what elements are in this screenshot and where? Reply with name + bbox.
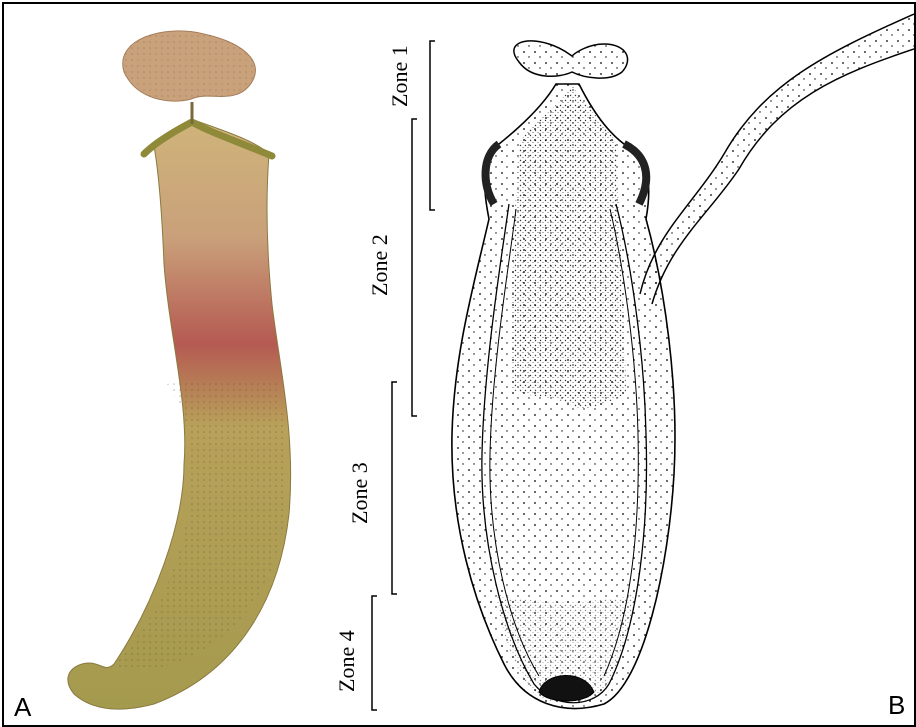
pitcher-drawing: [452, 14, 914, 708]
zone-4-label: Zone 4: [334, 630, 360, 692]
zone-3-bracket: [392, 382, 397, 594]
zone-3-label: Zone 3: [347, 462, 373, 524]
figure-canvas: [4, 4, 914, 725]
zone-4-bracket: [372, 596, 377, 710]
zone-2-label: Zone 2: [367, 234, 393, 296]
zone-1-label: Zone 1: [387, 45, 413, 107]
panel-label-a: A: [14, 692, 31, 723]
zone-brackets: [372, 41, 435, 710]
panel-label-b: B: [888, 690, 905, 721]
pitcher-photo: [68, 31, 291, 709]
zone-1-bracket: [430, 41, 435, 210]
zone-2-bracket: [412, 119, 417, 416]
